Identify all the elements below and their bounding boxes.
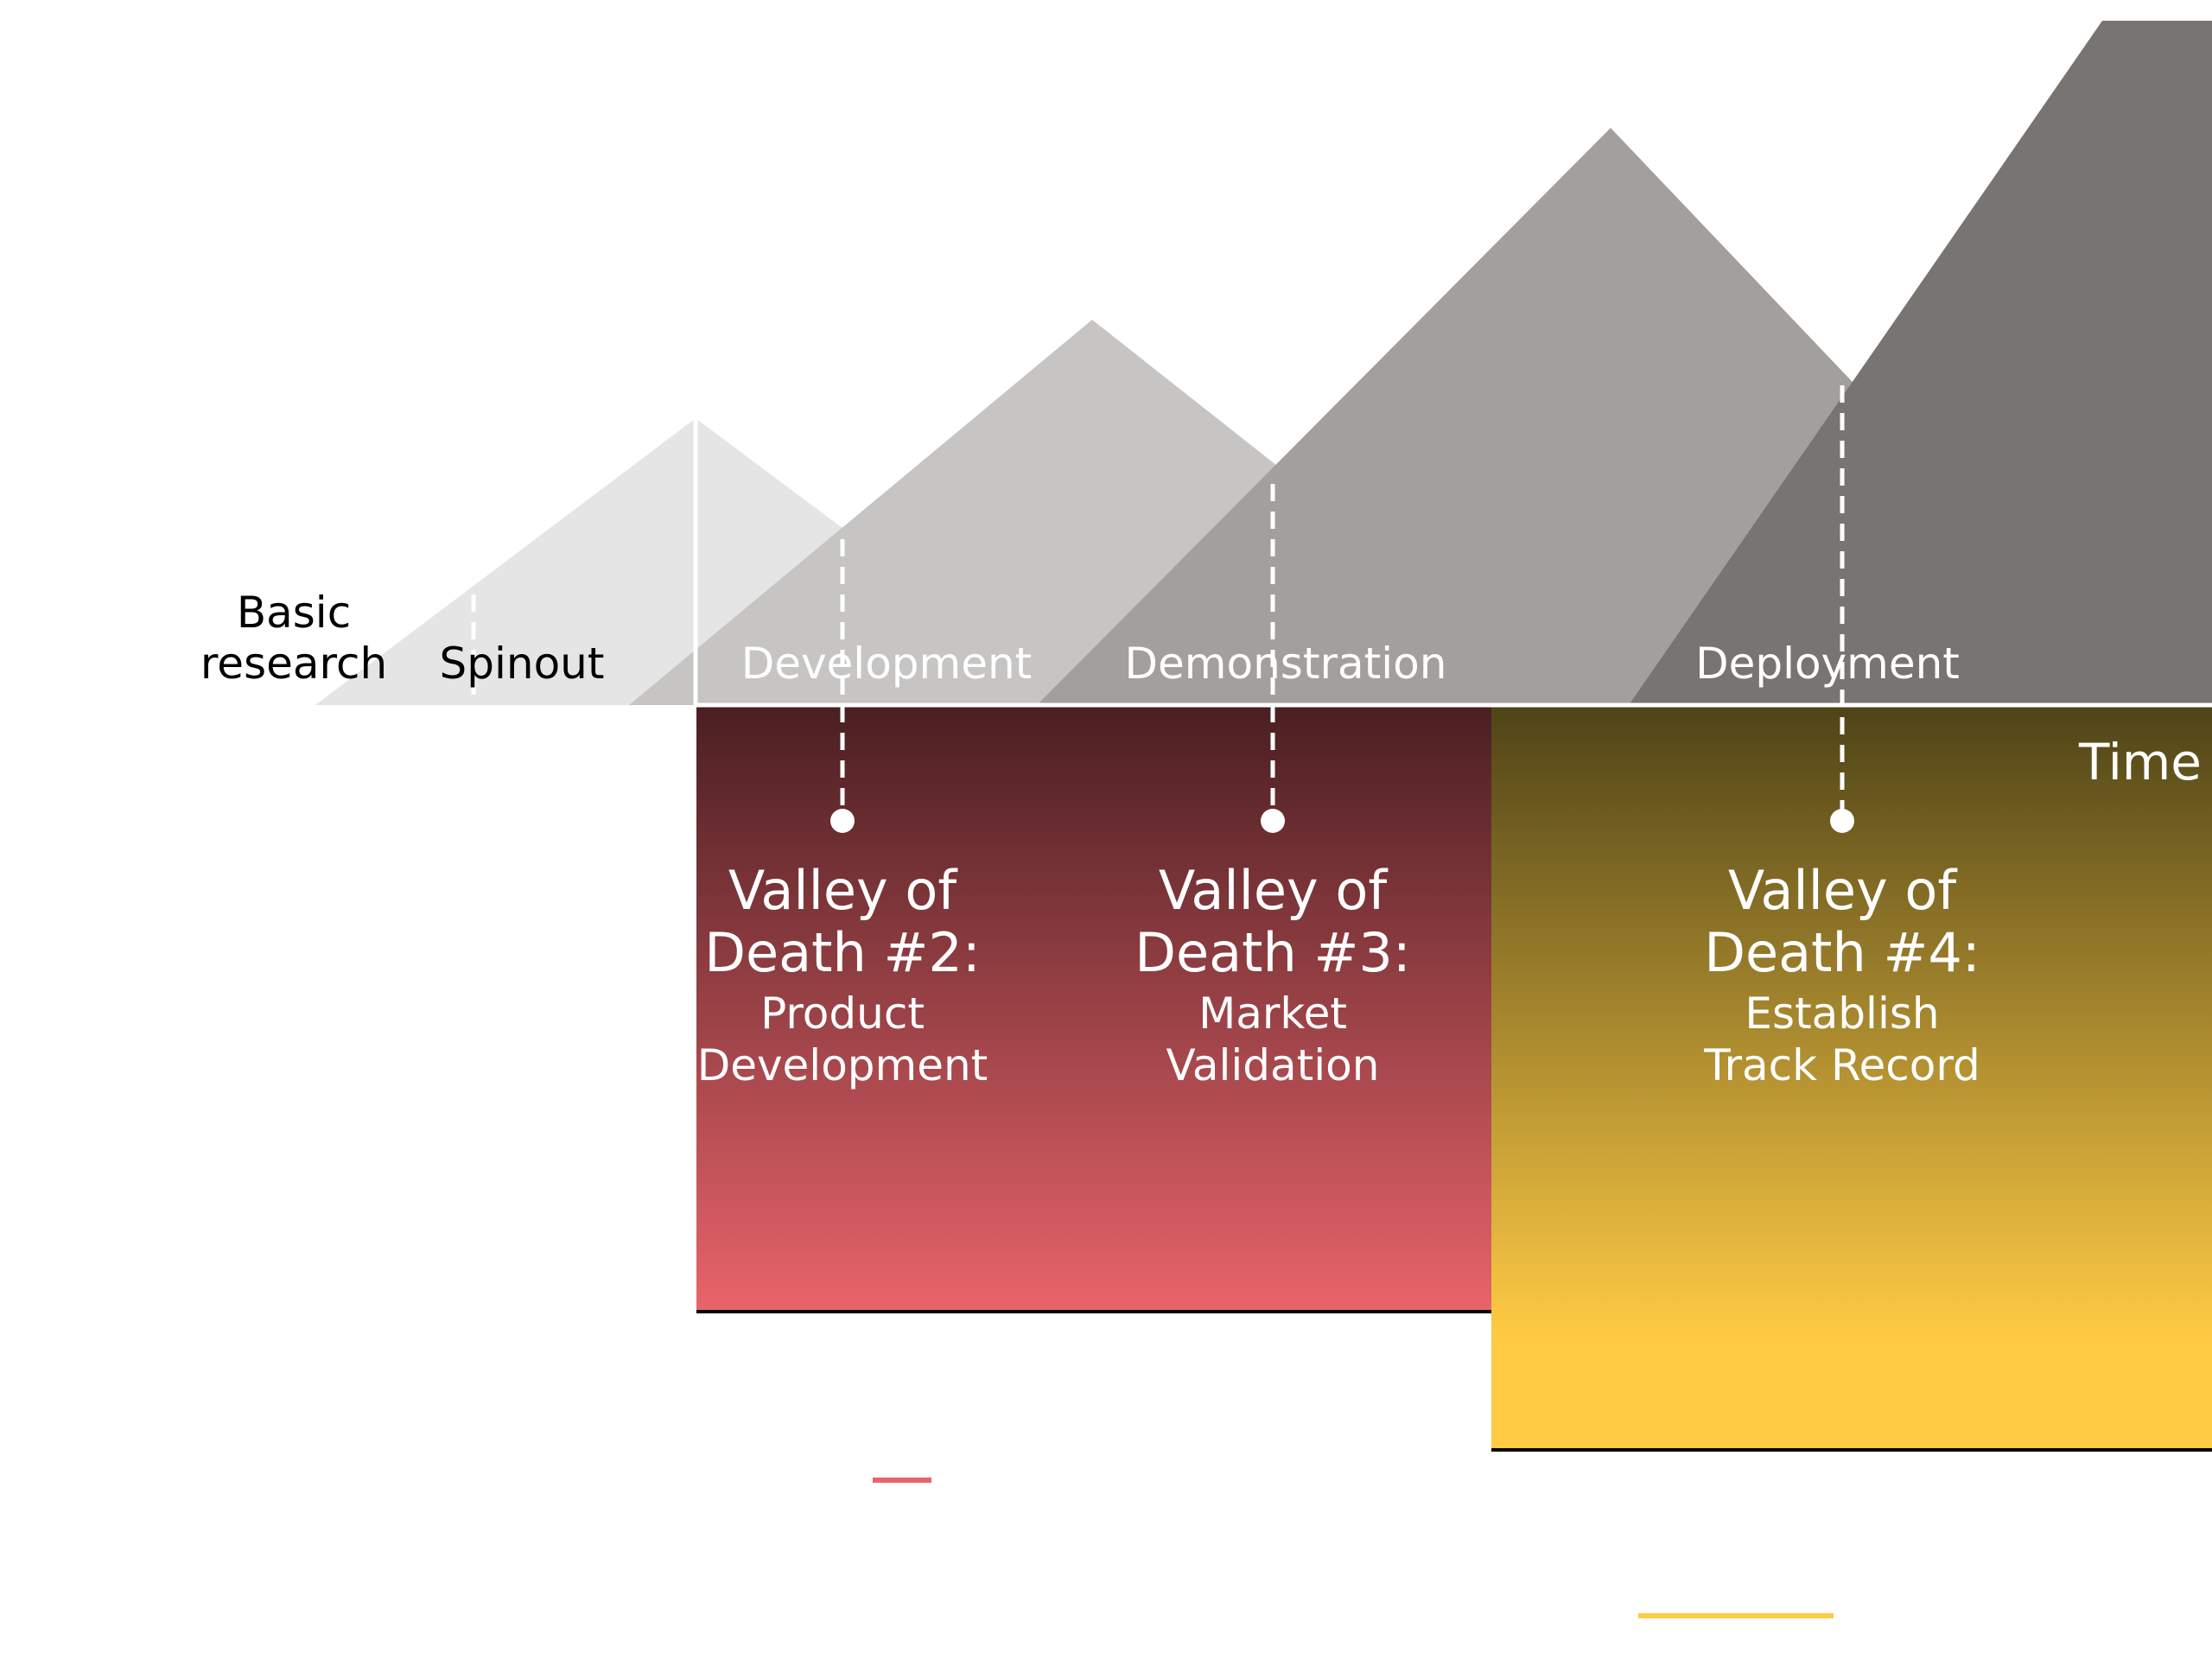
valley2-title-line1: Valley of [728,859,959,922]
valley3-sub-line1: Market [1198,988,1347,1039]
stage-basic-research-line1: Basic [237,588,351,638]
valley3-title-line1: Valley of [1159,859,1389,922]
stage-deployment-label: Deployment [1695,639,1960,689]
stage-development-label: Development [741,639,1033,689]
stage-basic-research-line2: research [200,639,387,689]
valley4-sub-line2: Track Record [1703,1040,1980,1090]
valley3-sub-line2: Validation [1166,1040,1380,1090]
stage-demonstration-label: Demonstration [1125,639,1447,689]
peak-deployment [1629,21,2212,705]
development-dot [830,809,855,833]
valley-box-gold [1491,707,2212,1450]
valley2-title-line2: Death #2: [704,921,980,984]
peak-demonstration [1037,128,1884,705]
stage-spinout-label: Spinout [440,639,605,689]
valley2-sub-line2: Development [697,1040,988,1090]
valley3-title-line2: Death #3: [1135,921,1410,984]
valley2-sub-line1: Product [760,988,925,1039]
demonstration-dot [1261,809,1285,833]
time-axis-label: Time [2078,733,2202,791]
valley4-title-line2: Death #4: [1704,921,1980,984]
valley4-sub-line1: Establish [1745,988,1939,1039]
deployment-dot [1830,809,1854,833]
valley-box-red [696,707,1491,1312]
valley4-title-line1: Valley of [1728,859,1959,922]
